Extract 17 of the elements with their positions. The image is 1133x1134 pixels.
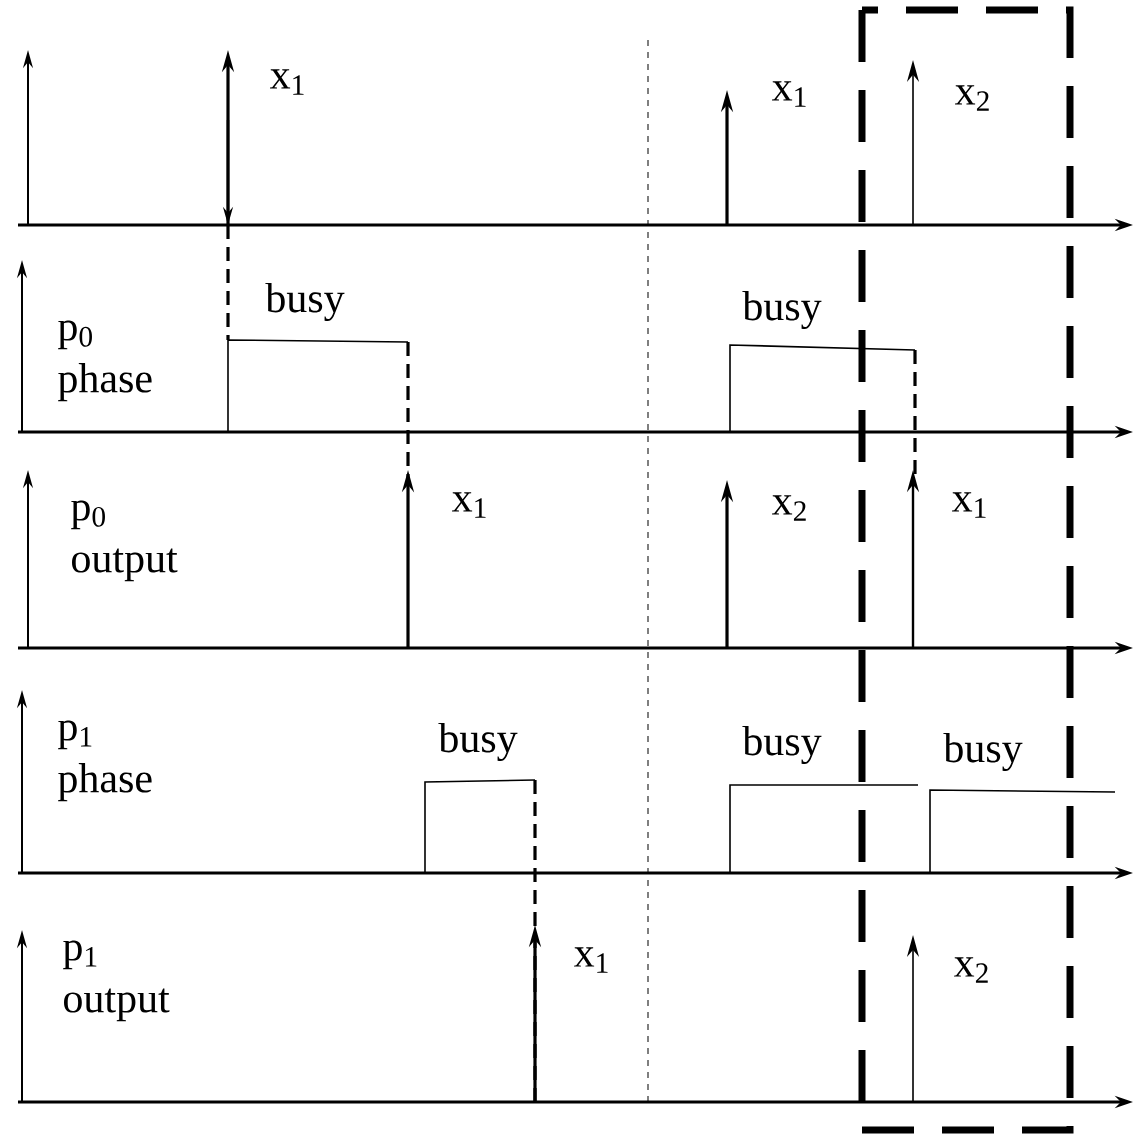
signal-label: x$_{2}$: [955, 85, 989, 111]
signal-label: x$_{1}$: [952, 492, 986, 518]
signal-label: busy: [265, 282, 345, 322]
signal-label: x$_{1}$: [452, 492, 486, 518]
row-label: p$_{0}$ phase: [58, 320, 152, 402]
signal-label: x$_{1}$: [270, 69, 304, 95]
signal-label: x$_{1}$: [574, 947, 608, 973]
row-label: p$_{0}$ output: [71, 500, 178, 582]
signal-label: busy: [742, 725, 822, 765]
signal-label: x$_{2}$: [772, 495, 806, 521]
signal-label: x$_{1}$: [772, 81, 806, 107]
signal-label: x$_{2}$: [954, 957, 988, 983]
signal-label: busy: [943, 732, 1023, 772]
signal-label: busy: [438, 722, 518, 762]
row-label: p$_{1}$ output: [63, 940, 170, 1022]
signal-label: busy: [742, 290, 822, 330]
row-label: p$_{1}$ phase: [58, 720, 152, 802]
